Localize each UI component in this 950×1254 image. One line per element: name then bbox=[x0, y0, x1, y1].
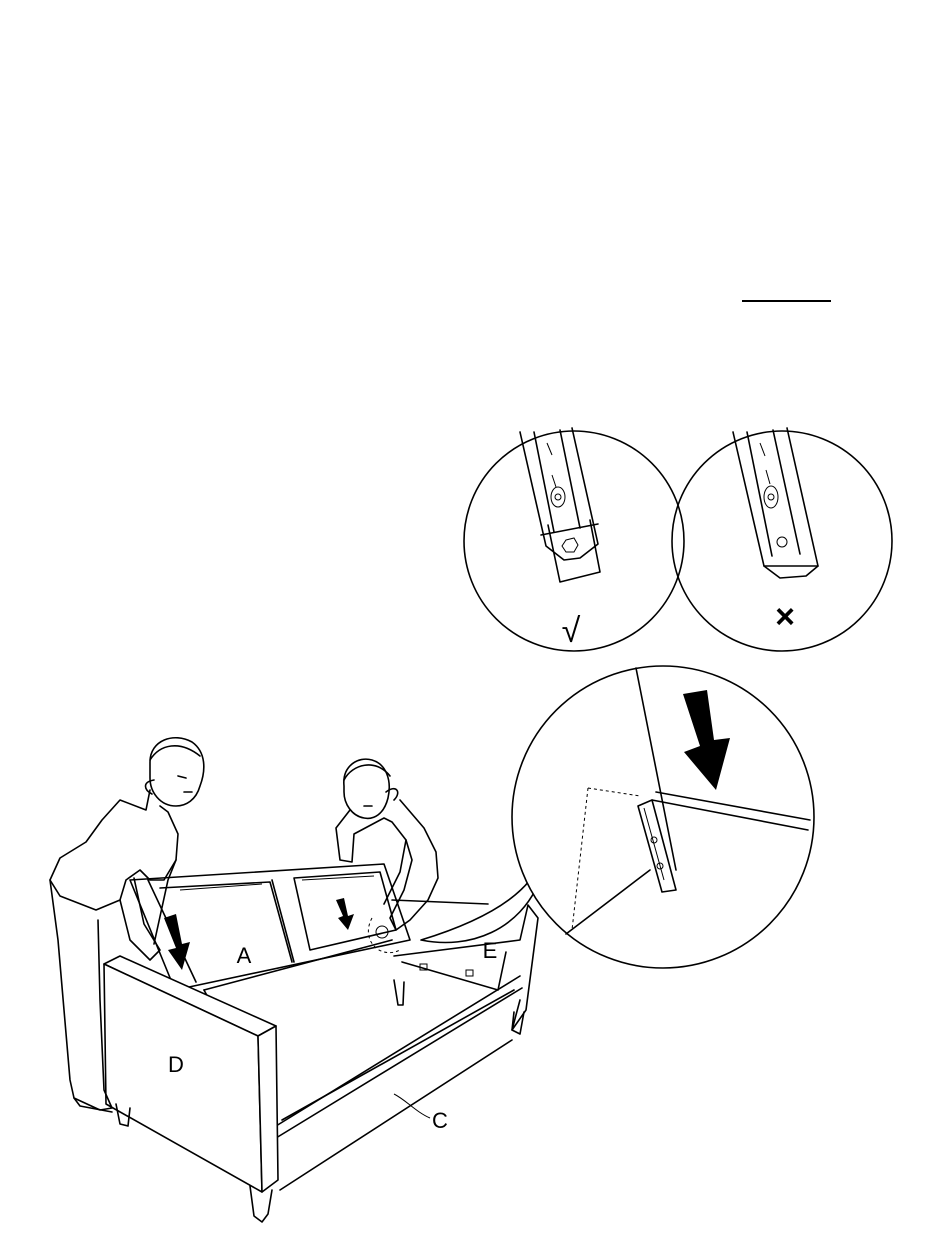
label-c: C bbox=[432, 1108, 448, 1133]
label-d: D bbox=[168, 1052, 184, 1077]
detail-wrong: × bbox=[672, 428, 892, 651]
wrong-mark: × bbox=[775, 598, 795, 636]
label-e: E bbox=[483, 938, 498, 963]
sofa-frame bbox=[104, 864, 538, 1222]
correct-mark: √ bbox=[562, 612, 581, 650]
leader-line-c bbox=[394, 1094, 430, 1118]
zoom-detail bbox=[421, 666, 814, 968]
down-arrow-right-icon bbox=[336, 898, 354, 930]
person-right bbox=[336, 759, 438, 930]
bracket-correct-icon bbox=[520, 428, 600, 582]
bracket-wrong-icon bbox=[733, 428, 818, 578]
label-a: A bbox=[237, 943, 252, 968]
detail-correct: √ bbox=[464, 428, 684, 651]
